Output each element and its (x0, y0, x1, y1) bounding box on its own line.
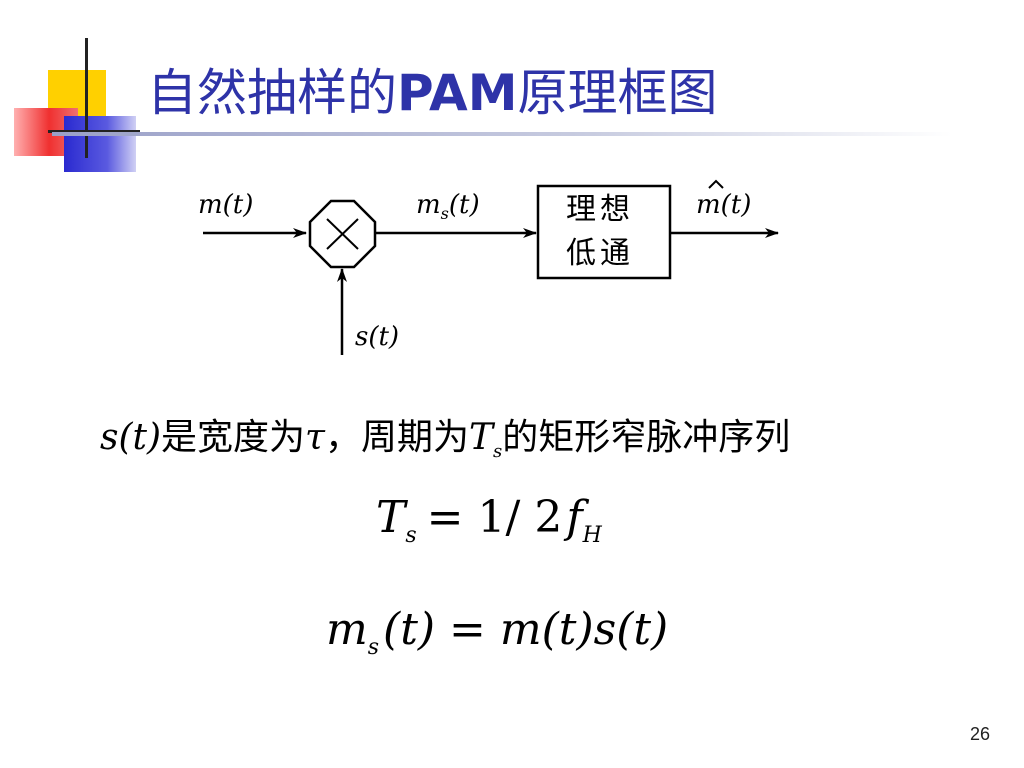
ideal-lowpass-filter-box (536, 184, 672, 280)
eq1-rhs: = 1/ 2 (426, 492, 563, 543)
eq1-f: f (566, 492, 583, 543)
title-part-pam: PAM (397, 64, 518, 122)
pulse-description: s(t)是宽度为τ，周期为Ts的矩形窄脉冲序列 (100, 408, 790, 462)
eq2-lhs: m (326, 604, 368, 655)
eq1-lhs: T (376, 492, 406, 543)
pam-block-diagram (203, 179, 779, 355)
deco-blue-square (64, 116, 136, 172)
multiply-cross-icon-stroke (326, 218, 359, 250)
title-underline (52, 132, 952, 136)
title-part-2: 原理框图 (517, 64, 718, 122)
lpf-label-line2: 低通 (566, 236, 634, 271)
title-part-1: 自然抽样的 (147, 64, 397, 122)
hat-symbol (708, 179, 724, 189)
sampling-signal-label: s(t) (355, 322, 400, 352)
deco-horizontal-line (48, 130, 140, 133)
output-signal-label: m(t) (696, 190, 752, 220)
desc-text-1: 是宽度为 (161, 417, 306, 458)
eq2-rhs: (t) = m(t)s(t) (383, 604, 669, 655)
eq1-lhs-sub: s (405, 522, 417, 548)
page-number: 26 (969, 724, 990, 744)
sampling-period-equation: Ts = 1/ 2fH (376, 492, 602, 548)
deco-vertical-line (85, 38, 88, 158)
desc-period: T (468, 417, 493, 458)
desc-tau: τ (305, 417, 325, 458)
desc-subject: s(t) (100, 417, 162, 458)
eq1-f-sub: H (582, 522, 602, 548)
lpf-label-line1: 理想 (566, 192, 634, 227)
input-signal-label: m(t) (198, 190, 254, 220)
desc-text-3: 的矩形窄脉冲序列 (502, 417, 791, 458)
eq2-lhs-sub: s (367, 634, 380, 660)
desc-text-2: ，周期为 (324, 417, 469, 458)
sampled-signal-equation: ms(t) = m(t)s(t) (326, 604, 668, 660)
sampled-signal-label: ms(t) (416, 190, 480, 224)
slide-title: 自然抽样的PAM原理框图 (147, 58, 718, 128)
desc-period-sub: s (493, 441, 503, 463)
